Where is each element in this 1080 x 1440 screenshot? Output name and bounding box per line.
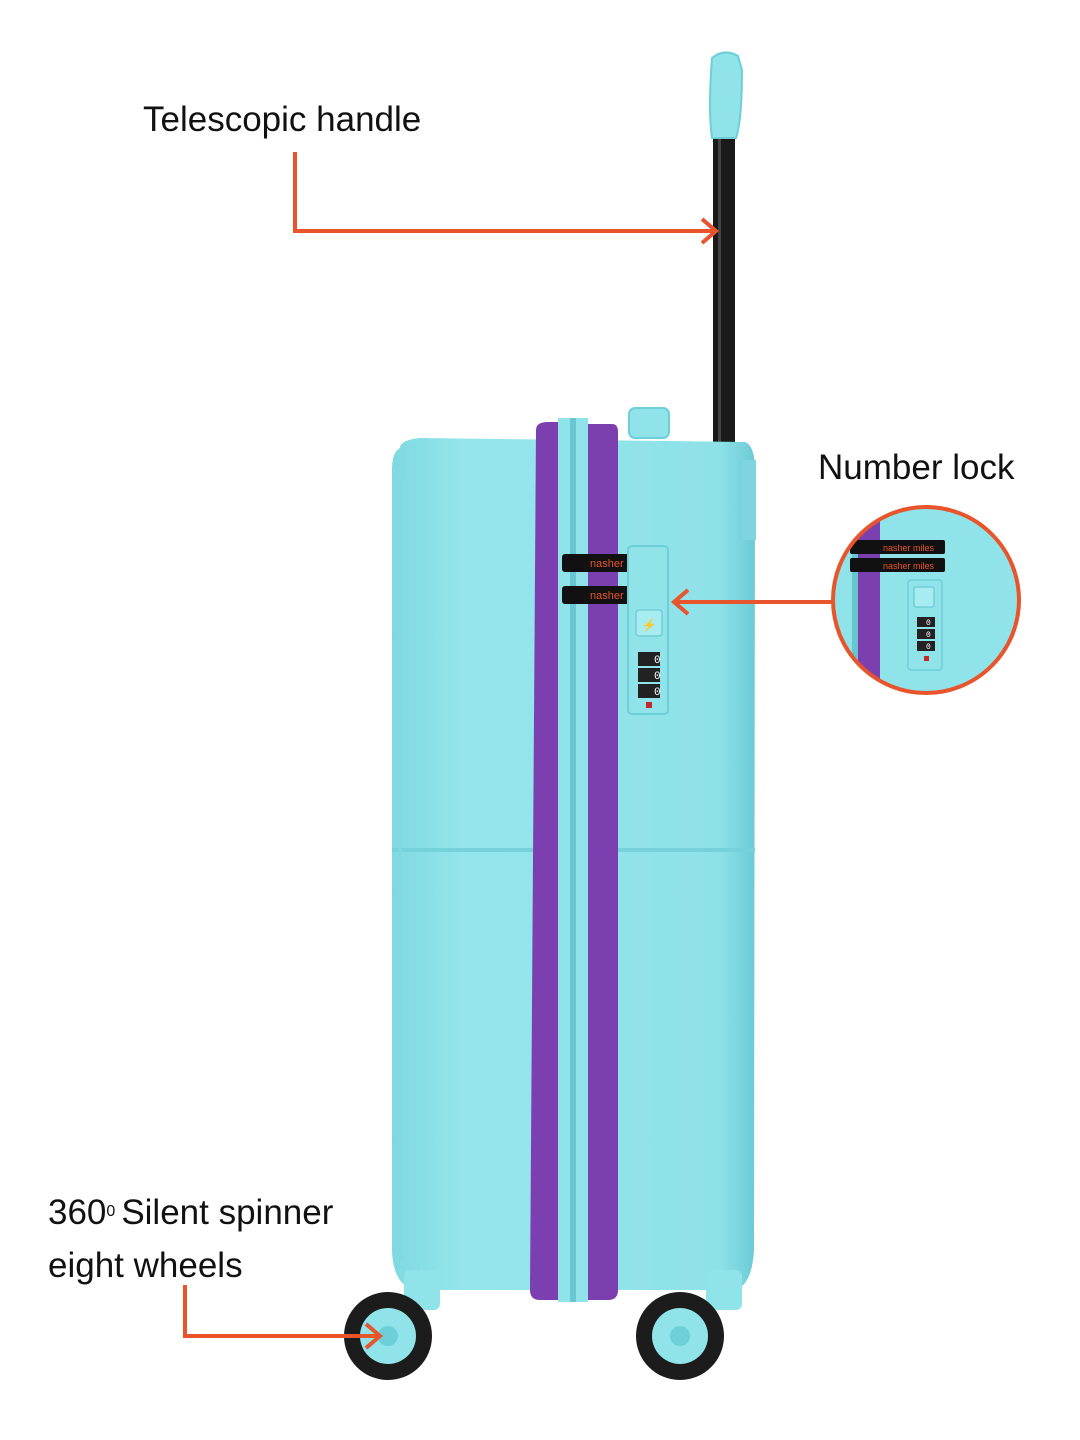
wheels-callout-arrow xyxy=(183,1285,378,1338)
zoom-tag-text-2: nasher miles xyxy=(883,561,935,571)
callout-label-number-lock: Number lock xyxy=(818,448,1015,487)
wheels-label-line2: eight wheels xyxy=(48,1246,243,1285)
handle-callout-arrow xyxy=(293,152,714,233)
lock-digit-1: 0 xyxy=(654,655,661,667)
lock-digit-3: 0 xyxy=(654,687,661,699)
zipper-trim xyxy=(530,418,618,1302)
callout-label-wheels: 3600 Silent spinner eight wheels xyxy=(48,1190,333,1289)
wheels-label-line1: Silent spinner xyxy=(121,1193,334,1232)
number-lock-panel: ⚡ 0 0 0 xyxy=(627,545,669,715)
zoom-lock-digit-2: 0 xyxy=(926,631,931,640)
wheels-degree-mark: 0 xyxy=(106,1203,116,1220)
zoom-tag-text-1: nasher miles xyxy=(883,543,935,553)
zoom-lock-digit-1: 0 xyxy=(926,619,931,628)
number-lock-zoom: nasher miles nasher miles 0 0 0 xyxy=(831,505,1021,695)
spinner-wheels xyxy=(344,1270,742,1380)
callout-label-telescopic-handle: Telescopic handle xyxy=(143,100,422,139)
zoom-lock-digit-3: 0 xyxy=(926,643,931,652)
telescopic-handle xyxy=(709,51,744,450)
callout-arrows xyxy=(183,152,833,1350)
wheels-degree-value: 360 xyxy=(48,1193,107,1232)
lock-digit-2: 0 xyxy=(654,671,661,683)
svg-text:⚡: ⚡ xyxy=(642,618,657,632)
top-carry-handle xyxy=(628,407,670,439)
